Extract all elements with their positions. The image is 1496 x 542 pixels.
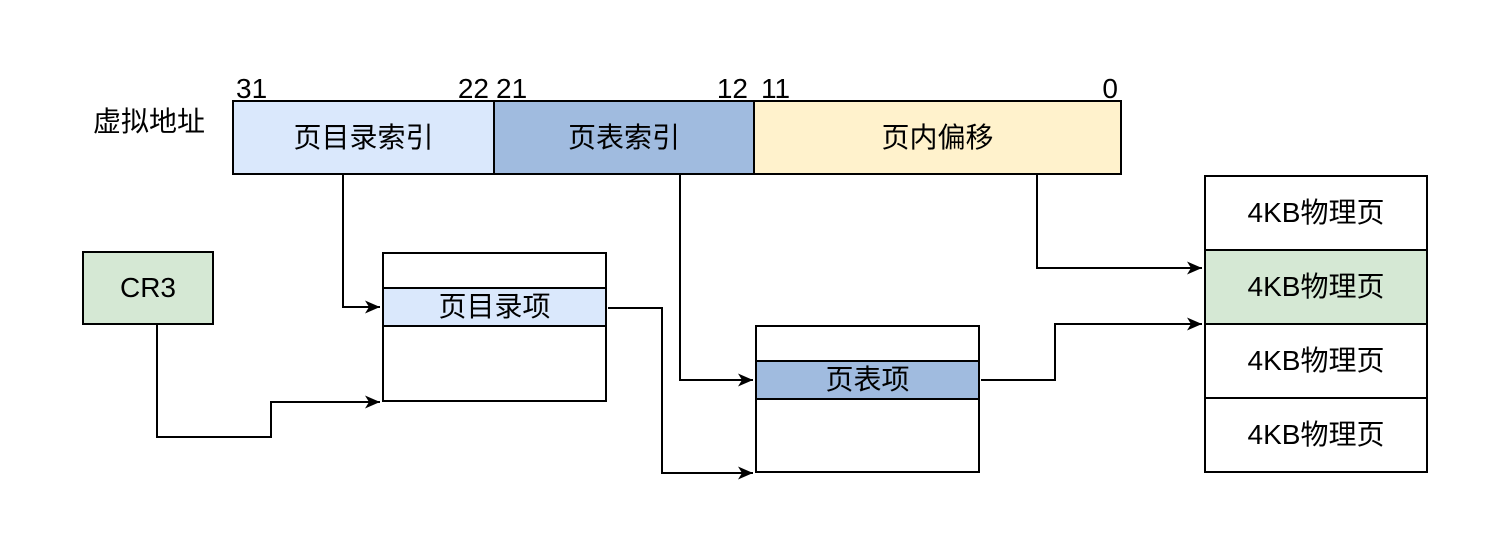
page-table: 页表项 <box>755 325 980 473</box>
connector-pde-to-page-table <box>608 307 753 480</box>
page-table-entry-label: 页表项 <box>825 364 910 395</box>
cr3-box: CR3 <box>82 251 214 325</box>
bitfield-table-index-field: 页表索引 <box>493 102 753 173</box>
page-table-empty-row-top <box>757 327 978 360</box>
virtual-address-label: 虚拟地址 <box>93 106 206 137</box>
physical-page-row-3: 4KB物理页 <box>1206 323 1426 397</box>
page-directory-empty-row-bottom <box>384 327 605 400</box>
bit-label-21: 21 <box>496 73 528 104</box>
physical-pages-table: 4KB物理页 4KB物理页 4KB物理页 4KB物理页 <box>1204 175 1428 473</box>
page-directory-empty-row-top <box>384 254 605 287</box>
connector-offset-to-physical-page <box>1036 175 1202 275</box>
connector-directory-index-to-pde <box>342 175 380 314</box>
physical-page-row-2-highlighted: 4KB物理页 <box>1206 249 1426 323</box>
connector-table-index-to-pte <box>679 175 753 387</box>
bit-label-31: 31 <box>236 73 268 104</box>
page-directory-entry-row: 页目录项 <box>384 287 605 327</box>
bitfield-offset-field: 页内偏移 <box>753 102 1120 173</box>
bit-label-11: 11 <box>761 73 791 104</box>
offset-label: 页内偏移 <box>881 121 994 153</box>
page-table-entry-row: 页表项 <box>757 360 978 400</box>
bit-label-22: 22 <box>457 73 489 104</box>
bitfield-directory-index-field: 页目录索引 <box>234 102 493 173</box>
physical-page-label: 4KB物理页 <box>1247 345 1385 376</box>
bit-label-12: 12 <box>716 73 748 104</box>
cr3-label: CR3 <box>119 272 176 303</box>
bit-label-0: 0 <box>1102 73 1118 104</box>
table-index-label: 页表索引 <box>567 121 680 153</box>
page-directory-entry-label: 页目录项 <box>438 291 551 322</box>
physical-page-label: 4KB物理页 <box>1247 419 1385 450</box>
connector-pte-to-physical-pages <box>981 317 1202 381</box>
physical-page-label: 4KB物理页 <box>1247 197 1385 228</box>
page-table-empty-row-bottom <box>757 400 978 471</box>
physical-page-row-1: 4KB物理页 <box>1206 177 1426 249</box>
connector-cr3-to-page-directory <box>156 325 380 438</box>
page-directory-table: 页目录项 <box>382 252 607 402</box>
directory-index-label: 页目录索引 <box>293 121 434 153</box>
physical-page-label: 4KB物理页 <box>1247 271 1385 302</box>
physical-page-row-4: 4KB物理页 <box>1206 397 1426 471</box>
virtual-address-bitfield: 页目录索引 页表索引 页内偏移 <box>232 100 1122 175</box>
